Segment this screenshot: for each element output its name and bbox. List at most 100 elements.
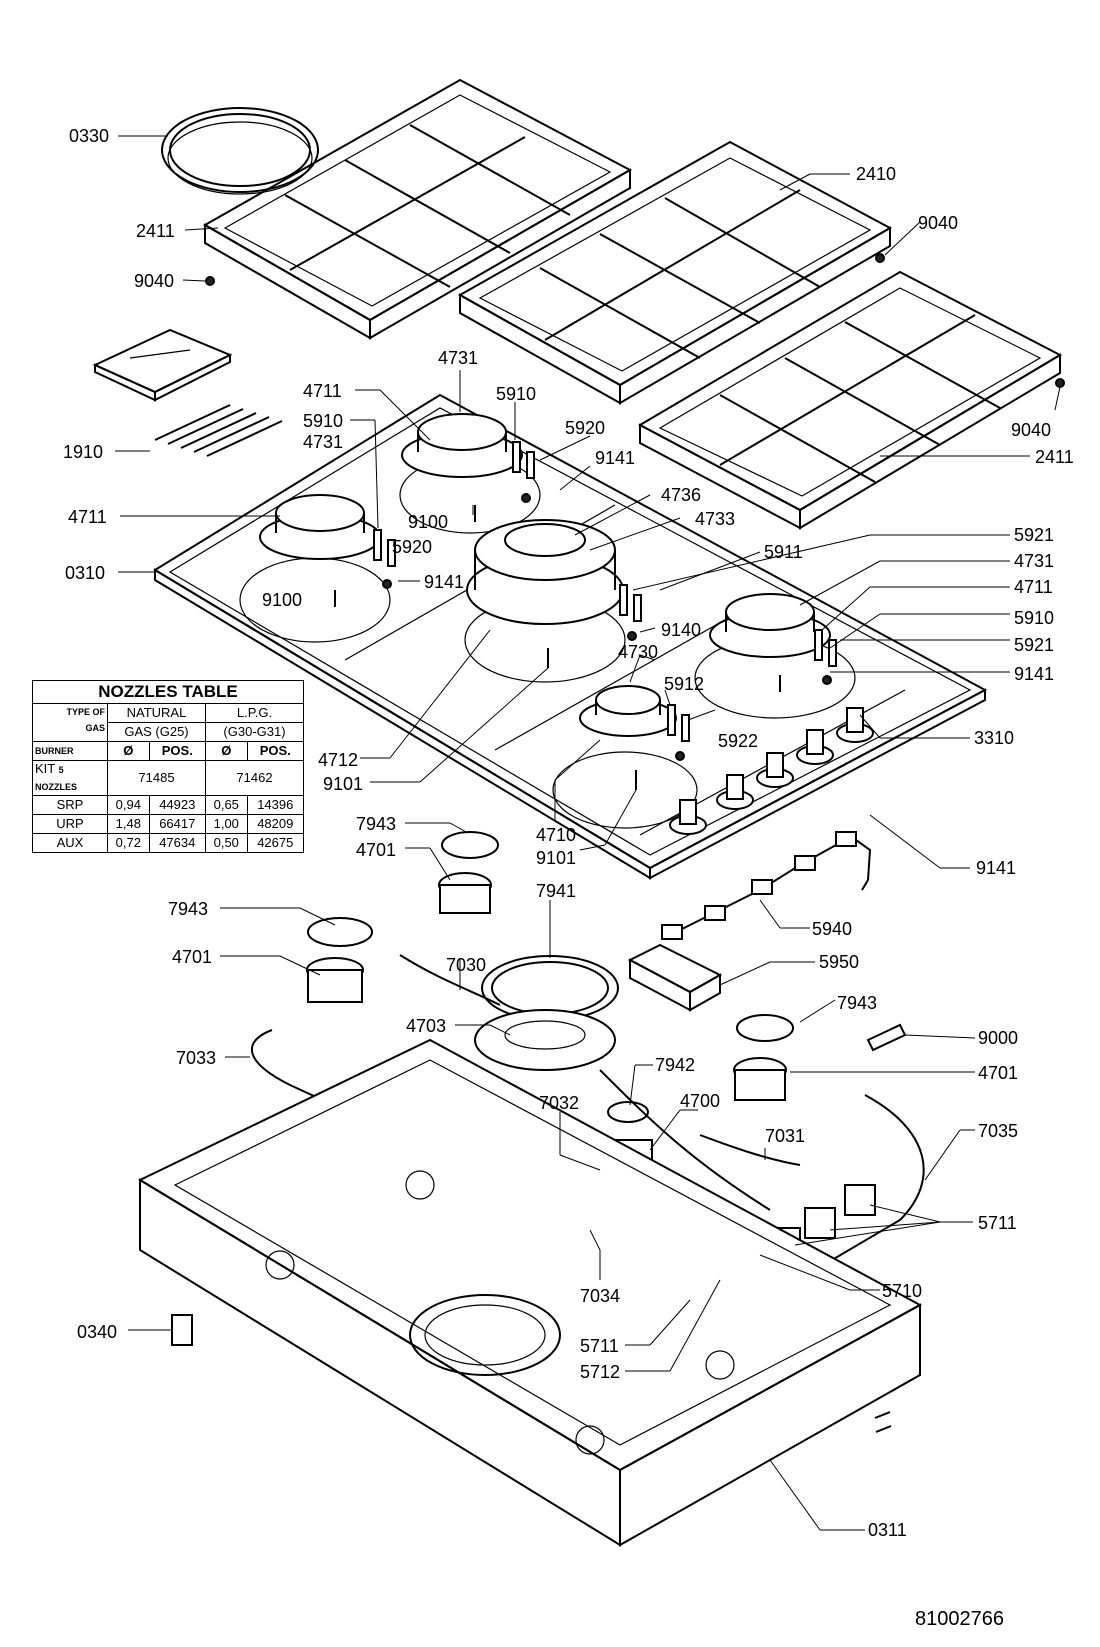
label-5911: 5911 — [764, 542, 803, 562]
burner-cell: AUX — [32, 833, 108, 853]
label-9040-b: 9040 — [918, 213, 958, 233]
header-natural: NATURAL — [107, 703, 206, 723]
kit-natural: 71485 — [107, 760, 206, 796]
table-row: SRP 0,94 44923 0,65 14396 — [32, 795, 305, 815]
header-lpg-pos: POS. — [246, 741, 305, 761]
kit-sub-label: 5 NOZZLES — [35, 765, 77, 792]
nut-9040-c — [1055, 378, 1065, 388]
burner-cell: URP — [32, 814, 108, 834]
label-5712: 5712 — [580, 1362, 620, 1382]
label-7941: 7941 — [536, 881, 576, 901]
label-5711-b: 5711 — [580, 1336, 619, 1356]
lpg-diam-cell: 1,00 — [204, 814, 248, 834]
label-9141-b: 9141 — [424, 572, 464, 592]
drawing-code: 81002766 — [915, 1608, 1004, 1630]
label-9141-c: 9141 — [1014, 664, 1054, 684]
label-0330: 0330 — [69, 126, 109, 146]
lpg-diam-cell: 0,50 — [204, 833, 248, 853]
nut-9040-a — [205, 276, 215, 286]
nat-pos-cell: 47634 — [148, 833, 206, 853]
label-5710: 5710 — [882, 1281, 922, 1301]
seal-7943-a — [441, 831, 499, 859]
label-4733: 4733 — [695, 509, 735, 529]
label-4711-a: 4711 — [303, 381, 342, 401]
label-4700: 4700 — [680, 1091, 720, 1111]
label-5921-b: 5921 — [1014, 635, 1054, 655]
label-9000: 9000 — [978, 1028, 1018, 1048]
pan-support-left-2411 — [202, 78, 633, 340]
part-labels: 0330 2411 9040 2410 9040 9040 2411 4731 … — [63, 126, 1074, 1540]
header-natural-sub: GAS (G25) — [107, 722, 206, 742]
ignition-wiring-5940 — [661, 831, 872, 940]
label-0311: 0311 — [868, 1520, 907, 1540]
label-4712: 4712 — [318, 750, 358, 770]
burner-cup-front — [552, 751, 698, 829]
label-5920-a: 5920 — [565, 418, 605, 438]
seal-strips-1910 — [154, 404, 283, 457]
header-lpg-sub: (G30-G31) — [204, 722, 305, 742]
bottom-tray-0311 — [137, 1038, 923, 1547]
fixing-screws — [874, 1411, 892, 1433]
nozzles-table: NOZZLES TABLE TYPE OF GAS NATURAL L.P.G.… — [32, 680, 305, 853]
label-2410: 2410 — [856, 164, 896, 184]
nat-pos-cell: 66417 — [148, 814, 206, 834]
label-5950: 5950 — [819, 952, 859, 972]
header-type-of: TYPE OF — [66, 707, 105, 717]
burner-body-4701-b — [306, 957, 364, 1003]
label-4701-b: 4701 — [172, 947, 212, 967]
label-7943-c: 7943 — [837, 993, 877, 1013]
label-7030: 7030 — [446, 955, 486, 975]
header-gas: GAS — [85, 723, 105, 733]
label-9100-a: 9100 — [408, 512, 448, 532]
label-5920-b: 5920 — [392, 537, 432, 557]
label-4710: 4710 — [536, 825, 576, 845]
label-7035: 7035 — [978, 1121, 1018, 1141]
lpg-pos-cell: 48209 — [246, 814, 305, 834]
table-row: URP 1,48 66417 1,00 48209 — [32, 814, 305, 834]
label-0310: 0310 — [65, 563, 105, 583]
burner-rear — [401, 413, 523, 478]
burner-right — [709, 593, 831, 658]
pan-support-right-2411 — [637, 270, 1063, 530]
header-nat-diam: Ø — [107, 741, 150, 761]
label-9140: 9140 — [661, 620, 701, 640]
label-9141-d: 9141 — [976, 858, 1016, 878]
header-lpg: L.P.G. — [204, 703, 305, 723]
label-5921-a: 5921 — [1014, 525, 1054, 545]
label-9101-a: 9101 — [323, 774, 363, 794]
burner-body-4701-c — [733, 1057, 787, 1101]
screws — [334, 493, 832, 790]
label-7943-b: 7943 — [168, 899, 208, 919]
lpg-pos-cell: 42675 — [246, 833, 305, 853]
label-2411-b: 2411 — [1035, 447, 1074, 467]
label-4731-a: 4731 — [438, 348, 478, 368]
label-2411-a: 2411 — [136, 221, 175, 241]
table-row: AUX 0,72 47634 0,50 42675 — [32, 833, 305, 853]
label-9101-b: 9101 — [536, 848, 576, 868]
burner-left — [259, 494, 381, 560]
label-5711-a: 5711 — [978, 1213, 1017, 1233]
label-0340: 0340 — [77, 1322, 117, 1342]
label-4703: 4703 — [406, 1016, 446, 1036]
nut-9040-b — [875, 253, 885, 263]
label-5910-a: 5910 — [496, 384, 536, 404]
label-4701-c: 4701 — [978, 1063, 1018, 1083]
label-5940: 5940 — [812, 919, 852, 939]
wok-ring-0330 — [161, 107, 319, 195]
label-9141-a: 9141 — [595, 448, 635, 468]
nozzles-table-title: NOZZLES TABLE — [32, 680, 304, 704]
nat-pos-cell: 44923 — [148, 795, 206, 815]
label-4731-b: 4731 — [303, 432, 343, 452]
label-7943-a: 7943 — [356, 814, 396, 834]
label-9040-c: 9040 — [1011, 420, 1051, 440]
label-4731-c: 4731 — [1014, 551, 1054, 571]
label-7032: 7032 — [539, 1093, 579, 1113]
burner-front-aux — [579, 685, 677, 737]
nat-diam-cell: 0,94 — [107, 795, 150, 815]
label-7031: 7031 — [765, 1126, 805, 1146]
leader-lines — [115, 135, 1061, 1531]
burner-cell: SRP — [32, 795, 108, 815]
label-9100-b: 9100 — [262, 590, 302, 610]
instruction-booklet — [92, 328, 233, 402]
